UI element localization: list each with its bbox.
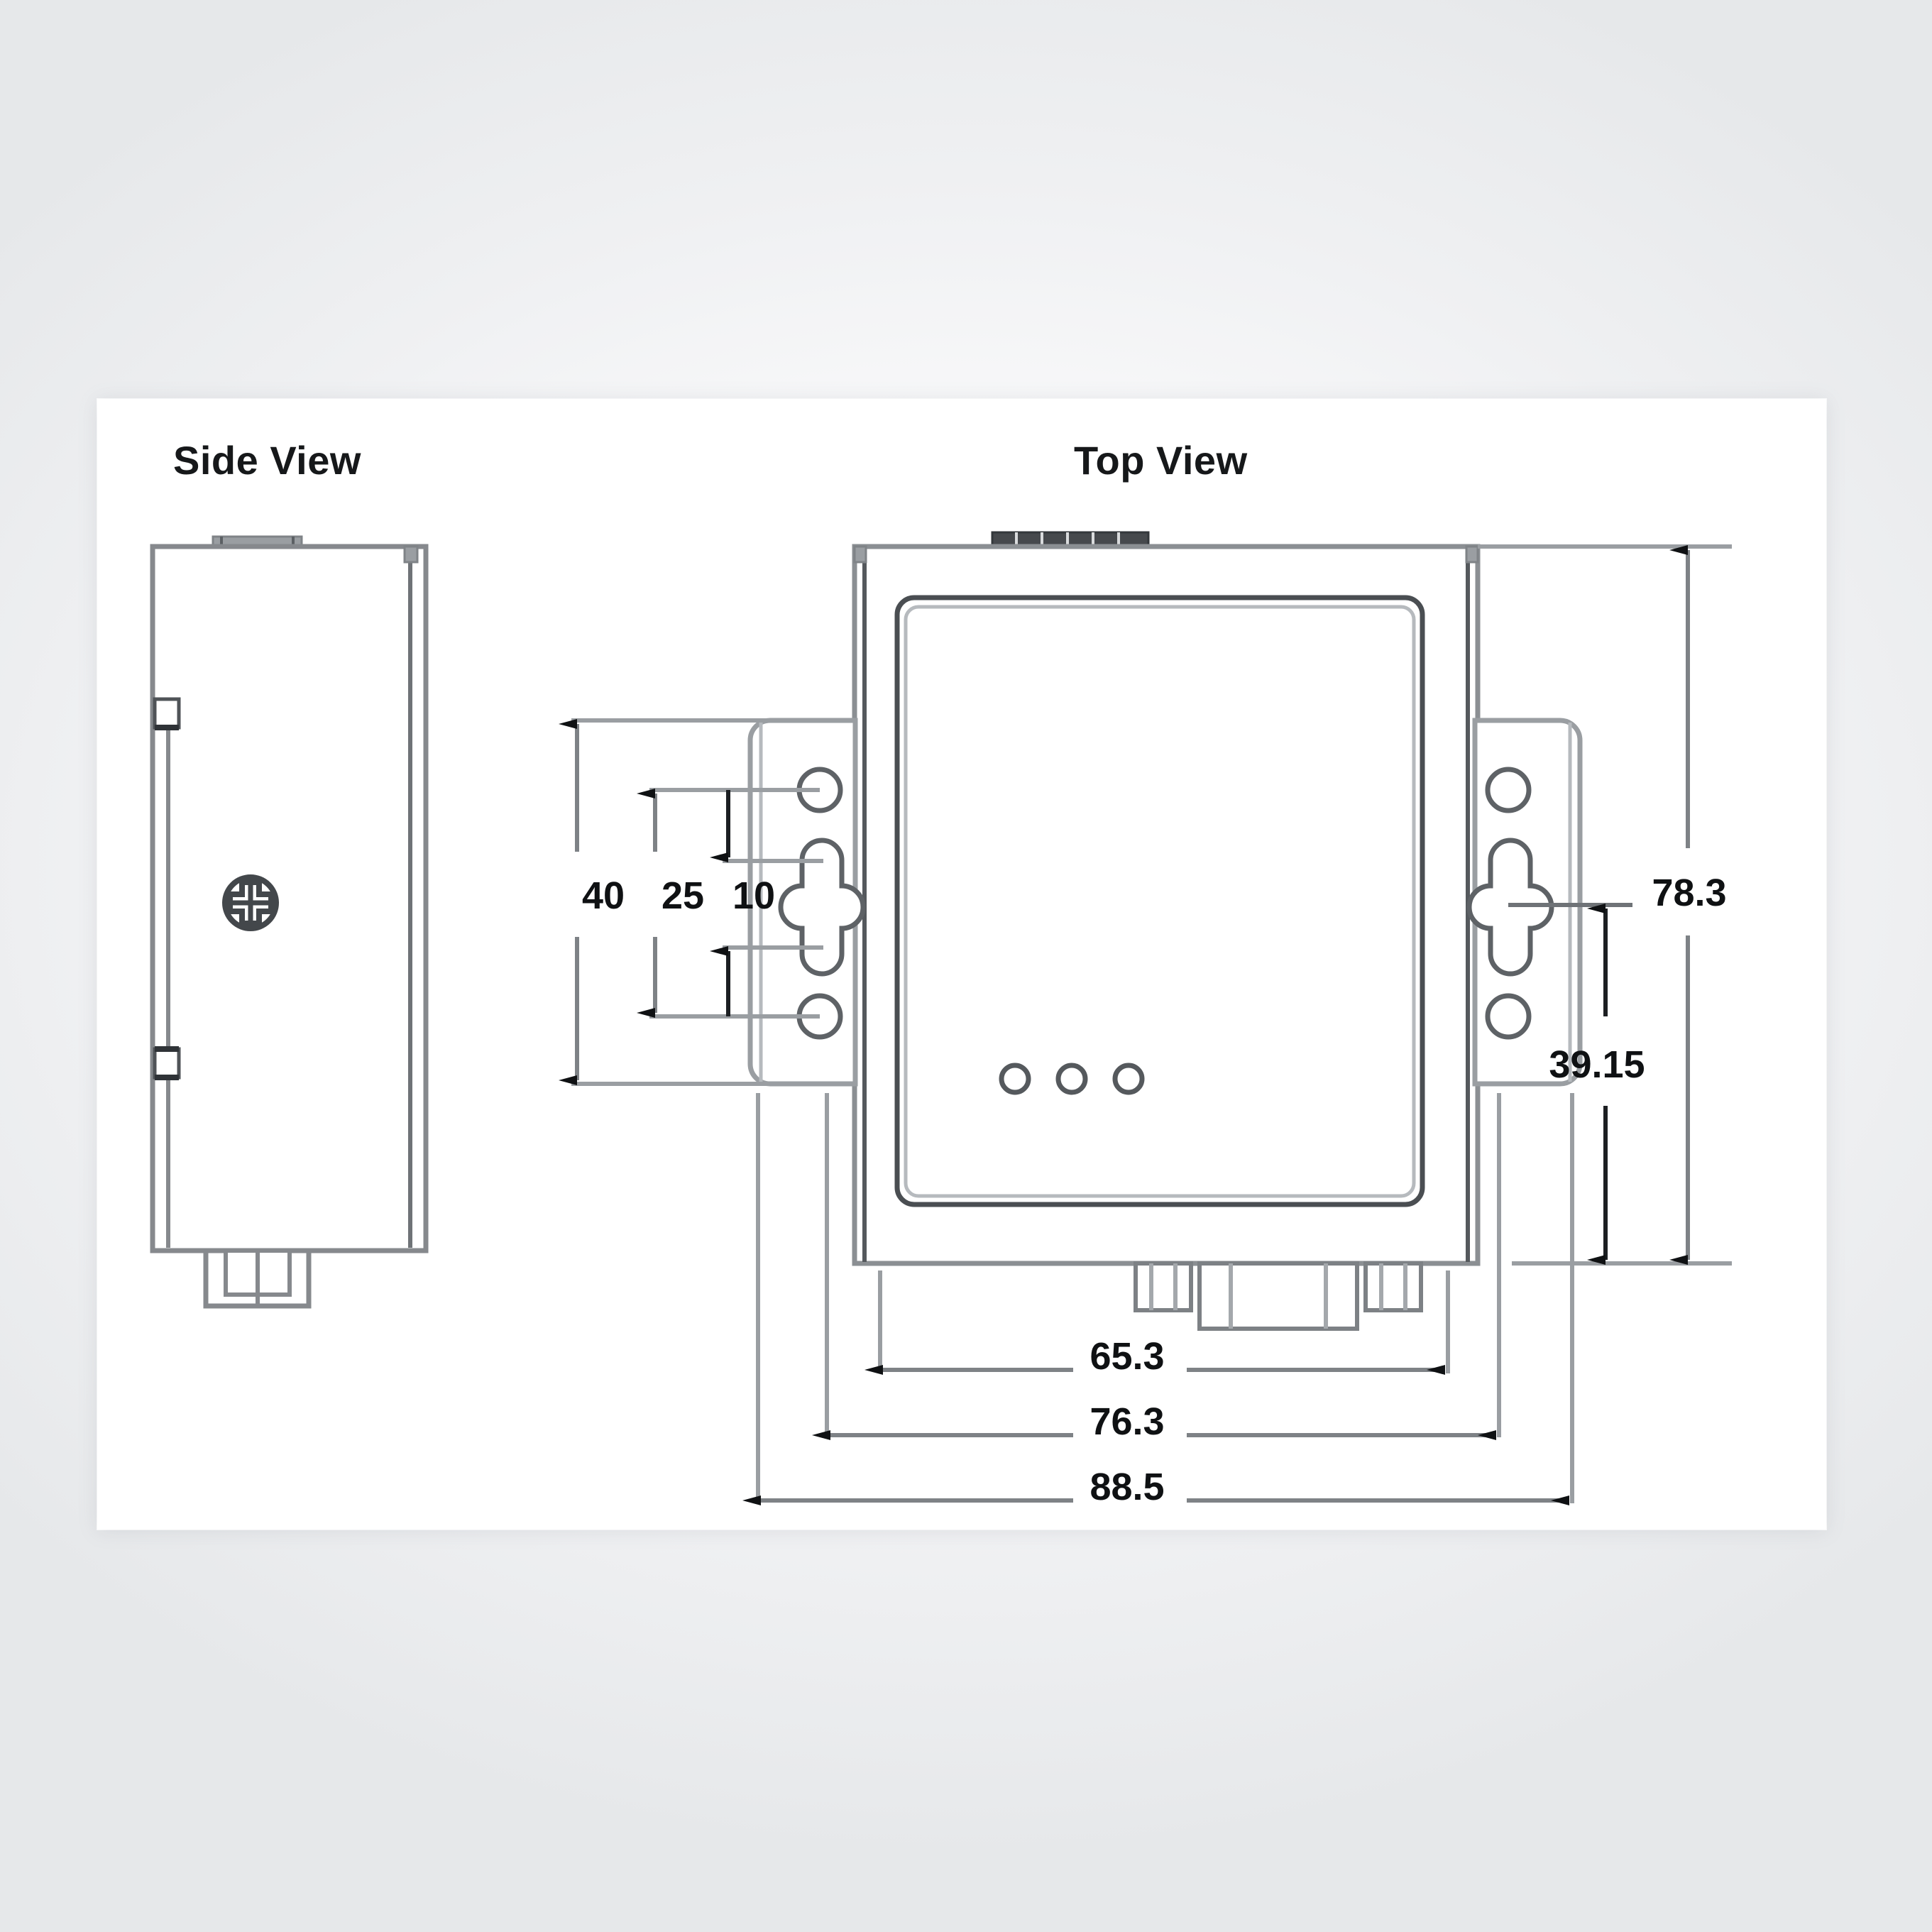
dimension-label-88-5: 88.5 [1090, 1466, 1165, 1508]
drawing-card [97, 399, 1826, 1530]
side-view-title: Side View [173, 438, 361, 483]
top-view-title: Top View [1074, 438, 1248, 483]
dimension-label-10: 10 [732, 874, 776, 917]
dimension-label-76-3: 76.3 [1090, 1400, 1165, 1443]
dimension-label-39-15: 39.15 [1549, 1043, 1645, 1086]
dimension-label-25: 25 [661, 874, 705, 917]
dimension-label-78-3: 78.3 [1652, 872, 1727, 914]
dimension-label-40: 40 [581, 874, 625, 917]
dimension-label-65-3: 65.3 [1090, 1335, 1165, 1378]
